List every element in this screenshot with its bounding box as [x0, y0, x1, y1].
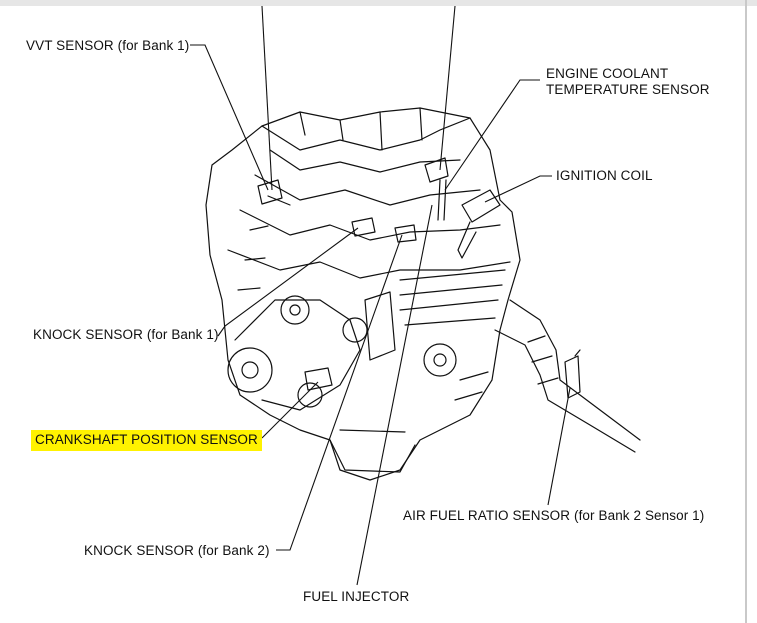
- frame-top-border: [0, 0, 757, 6]
- label-engine-coolant-line2: TEMPERATURE SENSOR: [546, 82, 710, 97]
- intake-manifold: [261, 117, 471, 151]
- leader-fuel-injector: [356, 204, 433, 586]
- label-knock-sensor-bank2: KNOCK SENSOR (for Bank 2): [84, 543, 270, 558]
- leader-top-right: [439, 5, 456, 171]
- label-fuel-injector: FUEL INJECTOR: [303, 589, 410, 604]
- oil-pan: [329, 439, 416, 473]
- leader-knock-bank2: [276, 234, 403, 551]
- label-crankshaft-position-sensor: CRANKSHAFT POSITION SENSOR: [31, 430, 262, 451]
- leader-top-left: [261, 5, 273, 191]
- engine-block-outline: [205, 107, 521, 481]
- leader-vvt: [190, 44, 269, 191]
- crank-pulley: [227, 347, 273, 393]
- label-engine-coolant-line1: ENGINE COOLANT: [546, 66, 669, 81]
- label-ignition-coil: IGNITION COIL: [556, 168, 653, 183]
- label-air-fuel-ratio-sensor: AIR FUEL RATIO SENSOR (for Bank 2 Sensor…: [403, 508, 705, 523]
- exhaust-pipe: [509, 299, 641, 441]
- leader-lines: [190, 5, 571, 586]
- leader-ignition: [484, 175, 552, 203]
- leader-crank: [261, 381, 319, 439]
- leader-af-ratio: [547, 387, 571, 506]
- frame-right-border: [745, 0, 747, 623]
- label-knock-sensor-bank1: KNOCK SENSOR (for Bank 1): [33, 327, 219, 342]
- leader-coolant: [444, 79, 540, 191]
- label-vvt-sensor-bank1: VVT SENSOR (for Bank 1): [26, 38, 190, 53]
- ignition-coil-shape: [461, 189, 501, 223]
- leader-knock-bank1: [217, 227, 359, 337]
